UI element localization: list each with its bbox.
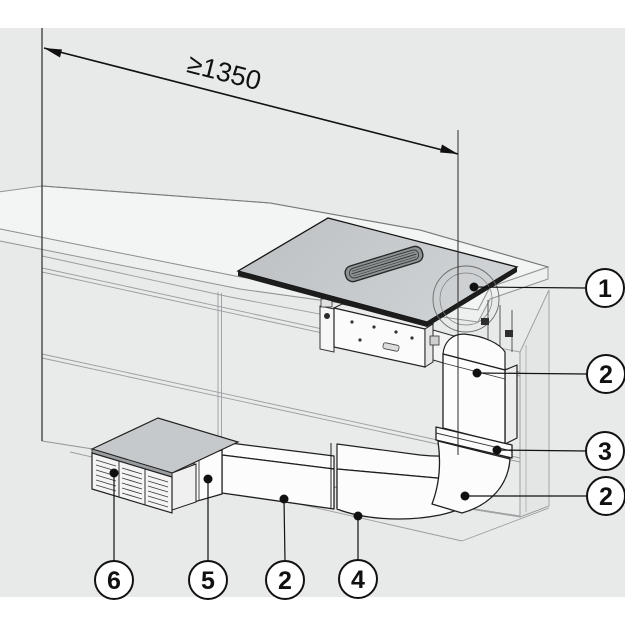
callout-1-label: 1 (598, 275, 612, 303)
callout-5-label: 5 (201, 567, 215, 595)
dimension-line (43, 47, 459, 155)
vertical-duct-side (504, 364, 518, 445)
vent-grille (344, 245, 424, 283)
duct-run (221, 333, 518, 520)
leader-dots (109, 282, 502, 521)
countertop-back-edge (41, 185, 549, 268)
blower-ring-inner (439, 272, 493, 326)
unit-side-face (424, 323, 434, 368)
callout-2-vertical-duct: 2 (586, 354, 625, 394)
blower-ring (432, 265, 500, 333)
frame-clamp-b (505, 330, 513, 337)
left-clamp (319, 305, 335, 353)
callout-6-label: 6 (107, 567, 121, 595)
callout-2c-label: 2 (278, 567, 292, 595)
callout-5: 5 (188, 560, 228, 600)
unit-screws (350, 320, 414, 342)
callout-4-label: 4 (351, 566, 365, 594)
leader-lines (113, 286, 588, 562)
callout-6: 6 (94, 560, 134, 600)
callouts: 1 2 3 2 6 5 2 4 (94, 268, 625, 600)
cooktop (236, 217, 519, 352)
louver-slats (95, 459, 169, 508)
callout-2-elbow: 2 (586, 476, 625, 516)
dimension-arrow-left (44, 48, 62, 58)
dimension-arrow-right (440, 144, 458, 154)
frame-clamp-a (481, 318, 489, 325)
unit-vent-slot (382, 342, 400, 352)
callout-1: 1 (585, 268, 625, 308)
adapter-clamp (429, 335, 440, 346)
callout-2-horizontal-duct: 2 (265, 560, 305, 600)
louver-mullions (118, 461, 146, 505)
duct-elbow (431, 440, 511, 514)
plinth-unit (90, 417, 240, 514)
glass-edge-left (238, 271, 427, 327)
callout-3: 3 (585, 431, 625, 471)
callout-2b-label: 2 (599, 483, 613, 511)
callout-3-label: 3 (598, 438, 612, 466)
callout-4: 4 (338, 559, 378, 599)
callout-2a-label: 2 (599, 361, 613, 389)
clamp-knob (324, 313, 330, 319)
